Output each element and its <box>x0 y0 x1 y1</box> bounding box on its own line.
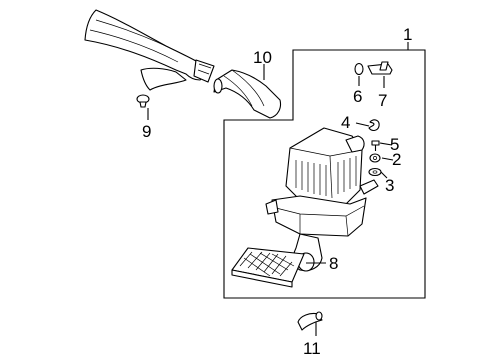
part-1-air-cleaner-housing <box>265 127 379 272</box>
callout-7: 7 <box>378 91 387 110</box>
callout-4: 4 <box>341 113 350 132</box>
part-2-nut <box>369 153 381 163</box>
callout-5: 5 <box>390 135 399 154</box>
part-5-bolt <box>371 140 380 151</box>
part-10-resonator-duct <box>213 69 282 119</box>
assembly-group-outline <box>223 49 426 299</box>
callout-9: 9 <box>142 122 151 141</box>
callout-3: 3 <box>385 176 394 195</box>
part-9-fastener <box>136 94 150 108</box>
leader-lines <box>147 42 409 336</box>
part-6-grommet <box>354 62 364 76</box>
part-3-washer <box>368 167 382 177</box>
part-11-bracket <box>297 311 323 331</box>
part-4-hose-clip <box>368 119 380 131</box>
callout-10: 10 <box>253 48 272 67</box>
callout-8: 8 <box>329 254 338 273</box>
callout-2: 2 <box>392 150 401 169</box>
part-8-air-filter <box>231 247 305 288</box>
callout-1: 1 <box>403 25 412 44</box>
callout-11: 11 <box>303 339 321 358</box>
part-7-clamp-bracket <box>367 61 393 75</box>
part-9-air-duct <box>84 9 215 91</box>
callout-6: 6 <box>353 87 362 106</box>
